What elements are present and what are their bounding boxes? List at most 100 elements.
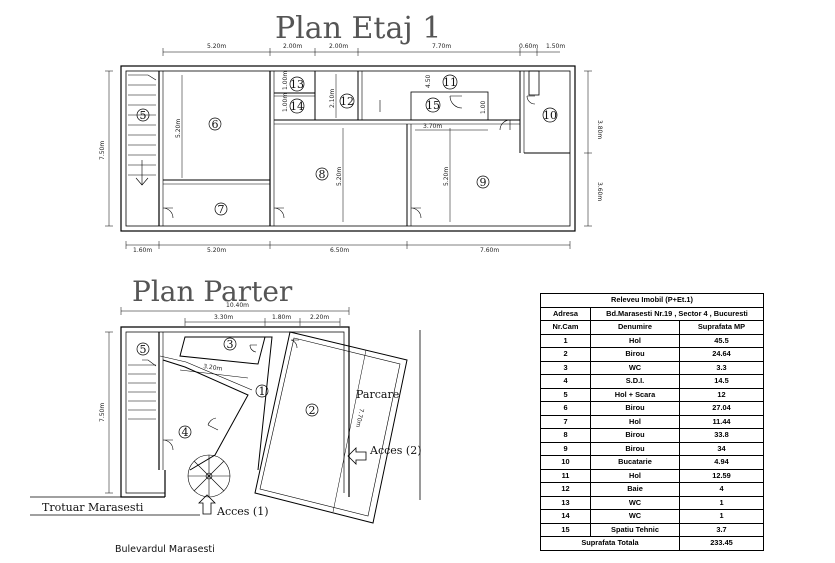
cell-nr: 9	[540, 441, 591, 456]
total-value: 233.45	[679, 536, 764, 551]
etaj-dim-bottom-3: 6.50m	[330, 247, 349, 254]
cell-suprafata: 12.59	[679, 468, 764, 483]
cell-nr: 12	[540, 482, 591, 497]
cell-denumire: WC	[590, 360, 680, 375]
parter-dimension-lines	[105, 307, 367, 513]
etaj-stairs	[128, 74, 157, 186]
etaj-room-8: 8	[319, 168, 326, 181]
etaj-room-13: 13	[290, 78, 304, 91]
parter-stairs	[128, 359, 157, 420]
cell-denumire: Birou	[590, 401, 680, 416]
etaj-room-9: 9	[480, 176, 487, 189]
etaj-dim-inner-9: 1.00	[480, 100, 487, 114]
etaj-dimension-lines	[105, 48, 592, 249]
etaj-dim-bottom-4: 7.60m	[480, 247, 499, 254]
cell-nr: 6	[540, 401, 591, 416]
etaj-dim-top-3: 2.00m	[329, 43, 348, 50]
etaj-dim-inner-8: 4.50	[425, 74, 432, 88]
etaj-dim-inner-3: 5.20m	[443, 167, 450, 186]
cell-nr: 5	[540, 387, 591, 402]
bulevard-label: Bulevardul Marasesti	[115, 544, 215, 555]
parter-room-2: 2	[309, 404, 316, 417]
cell-suprafata: 33.8	[679, 428, 764, 443]
total-label: Suprafata Totala	[540, 536, 680, 551]
etaj-room-markers	[136, 74, 558, 216]
cell-nr: 13	[540, 495, 591, 510]
area-table: Releveu Imobil (P+Et.1) Adresa Bd.Marase…	[540, 293, 764, 551]
cell-suprafata: 27.04	[679, 401, 764, 416]
etaj-room-7: 7	[218, 203, 225, 216]
acces-1-label: Acces (1)	[216, 505, 269, 518]
etaj-room-5: 5	[140, 109, 147, 122]
parter-title: Plan Parter	[132, 275, 293, 308]
cell-denumire: Birou	[590, 347, 680, 362]
parter-doors	[162, 339, 299, 451]
etaj-room-10: 10	[543, 109, 557, 122]
parter-room-1: 1	[259, 385, 266, 398]
cell-suprafata: 1	[679, 495, 764, 510]
adresa-label: Adresa	[540, 306, 591, 321]
cell-denumire: Hol + Scara	[590, 387, 680, 402]
cell-nr: 8	[540, 428, 591, 443]
cell-denumire: Hol	[590, 333, 680, 348]
parter-room-markers	[136, 337, 319, 439]
cell-denumire: S.D.I.	[590, 374, 680, 389]
parter-dim-top-1: 10.40m	[226, 302, 249, 309]
etaj-dim-right-2: 3.60m	[596, 182, 603, 201]
etaj-dim-bottom-1: 1.60m	[133, 247, 152, 254]
cell-suprafata: 34	[679, 441, 764, 456]
parter-dim-top-2: 3.30m	[214, 314, 233, 321]
cell-denumire: Baie	[590, 482, 680, 497]
cell-nr: 3	[540, 360, 591, 375]
parter-dim-inner-2: 7.70m	[354, 408, 365, 428]
parcare-label: Parcare	[356, 388, 399, 401]
cell-denumire: Hol	[590, 468, 680, 483]
etaj-dim-bottom-2: 5.20m	[207, 247, 226, 254]
cell-denumire: WC	[590, 509, 680, 524]
cell-nr: 11	[540, 468, 591, 483]
cell-suprafata: 24.64	[679, 347, 764, 362]
etaj-dim-top-1: 5.20m	[207, 43, 226, 50]
etaj-dim-top-5: 0.60m	[519, 43, 538, 50]
cell-suprafata: 45.5	[679, 333, 764, 348]
parter-dim-left: 7.50m	[99, 403, 106, 422]
cell-suprafata: 3.7	[679, 522, 764, 537]
cell-nr: 1	[540, 333, 591, 348]
etaj-title: Plan Etaj 1	[275, 11, 441, 46]
cell-suprafata: 4.94	[679, 455, 764, 470]
etaj-room-14: 14	[290, 100, 304, 113]
parter-room-5: 5	[140, 343, 147, 356]
etaj-room-11: 11	[443, 76, 457, 89]
cell-nr: 14	[540, 509, 591, 524]
cell-suprafata: 3.3	[679, 360, 764, 375]
etaj-dim-inner-1: 5.20m	[175, 119, 182, 138]
etaj-dim-right-1: 3.80m	[596, 120, 603, 139]
etaj-dim-inner-7: 1.00m	[282, 93, 289, 112]
parter-room-3: 3	[227, 338, 234, 351]
cell-nr: 4	[540, 374, 591, 389]
cell-suprafata: 4	[679, 482, 764, 497]
cell-denumire: Birou	[590, 441, 680, 456]
etaj-dim-top-2: 2.00m	[283, 43, 302, 50]
cell-denumire: Hol	[590, 414, 680, 429]
etaj-dim-inner-6: 1.00m	[282, 71, 289, 90]
etaj-dim-top-6: 1.50m	[546, 43, 565, 50]
cell-denumire: Spatiu Tehnic	[590, 522, 680, 537]
cell-denumire: WC	[590, 495, 680, 510]
etaj-dim-top-4: 7.70m	[432, 43, 451, 50]
cell-nr: 10	[540, 455, 591, 470]
acces-2-label: Acces (2)	[369, 444, 422, 457]
etaj-room-12: 12	[340, 95, 354, 108]
